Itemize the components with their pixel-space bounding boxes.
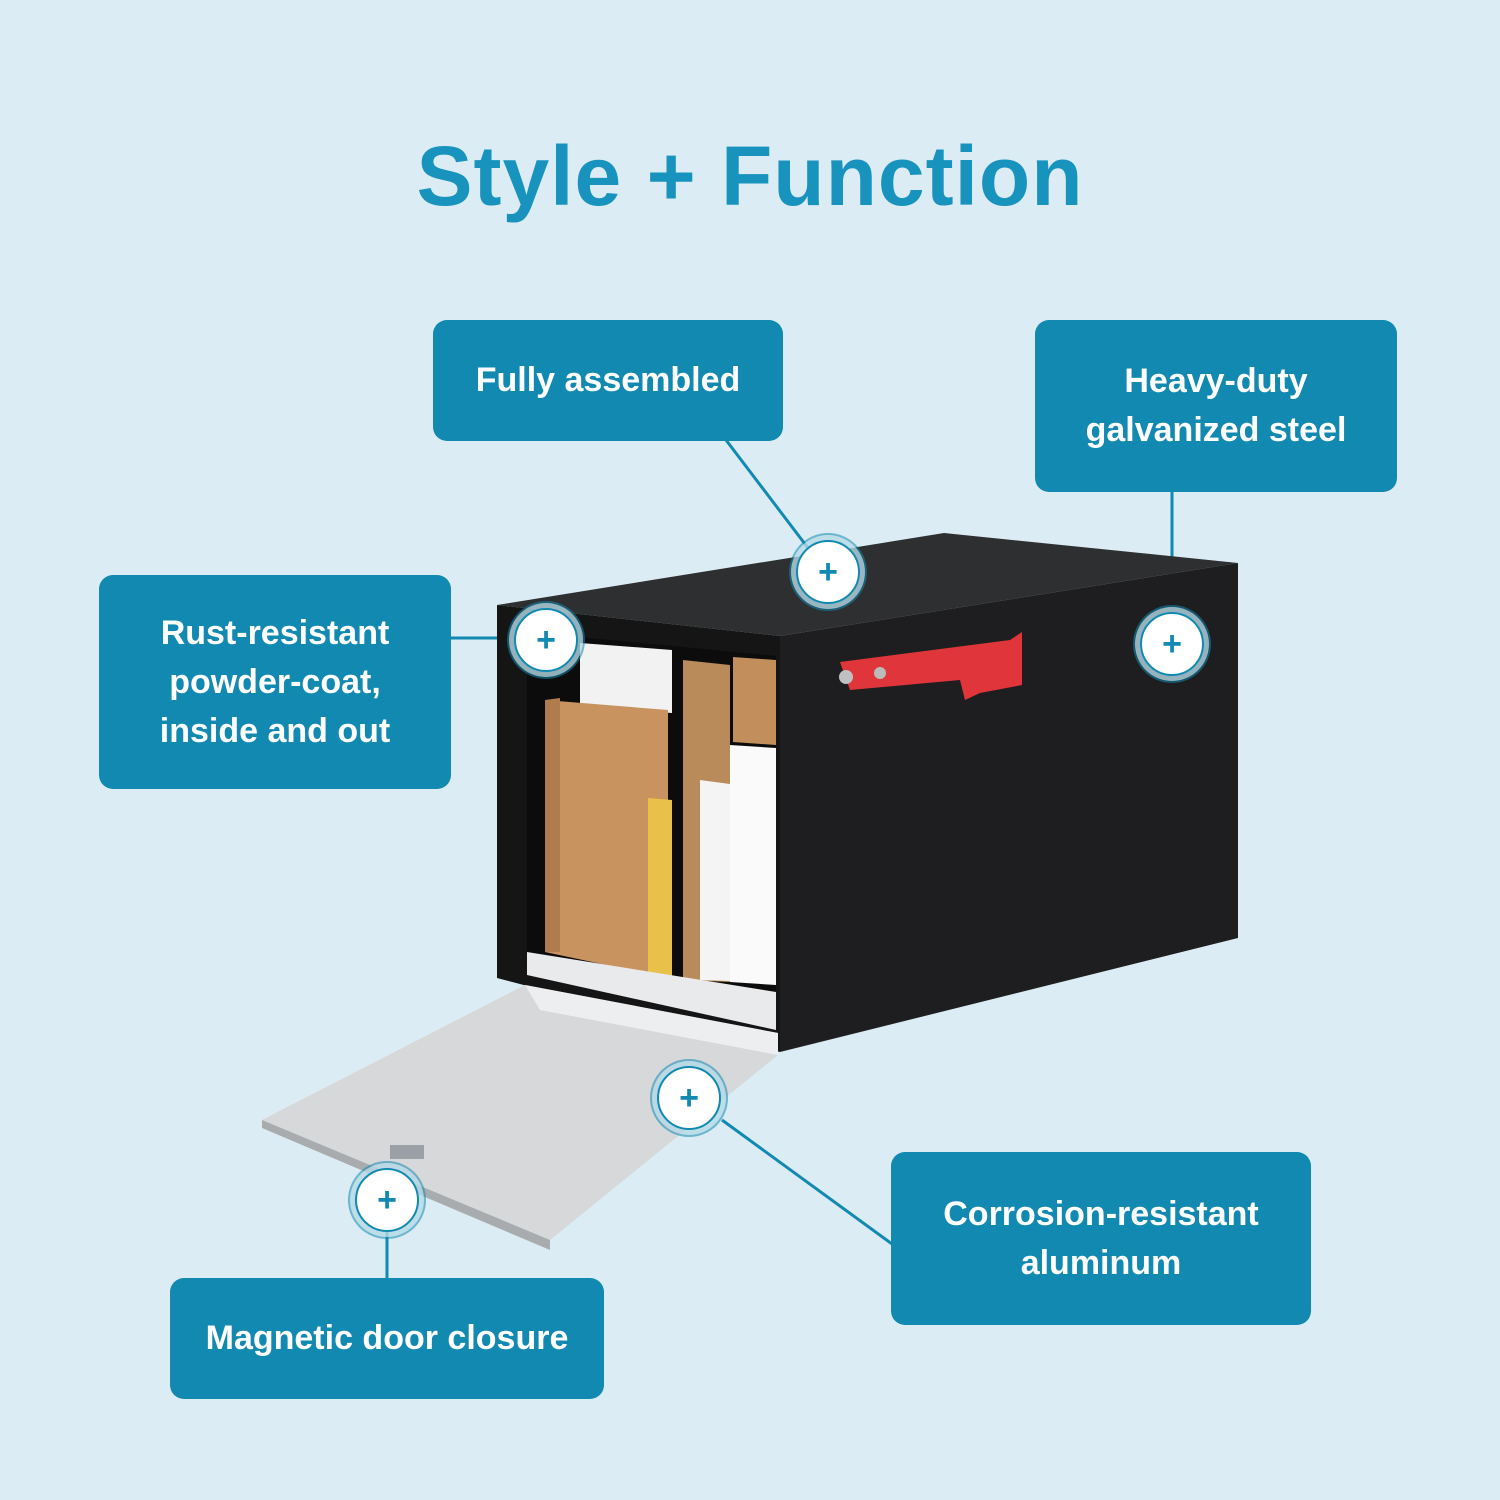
plus-icon[interactable]: +	[1140, 612, 1204, 676]
plus-icon[interactable]: +	[355, 1168, 419, 1232]
mailbox-top	[497, 533, 1238, 636]
callout-text: Corrosion-resistant	[943, 1194, 1259, 1233]
callout-corrosion-resistant: Corrosion-resistant aluminum	[891, 1152, 1311, 1325]
door-rail	[527, 952, 776, 1030]
callout-text: powder-coat,	[169, 662, 381, 701]
plus-icon[interactable]: +	[796, 540, 860, 604]
mailbox-door	[262, 985, 778, 1240]
leader-lines	[385, 439, 1174, 1278]
callout-rust-resistant: Rust-resistant powder-coat, inside and o…	[99, 575, 451, 789]
callout-text: inside and out	[159, 711, 391, 750]
callout-text: Heavy-duty	[1124, 362, 1308, 400]
magnet-latch	[390, 1145, 424, 1159]
callout-text: Rust-resistant	[160, 613, 390, 652]
plus-icon[interactable]: +	[657, 1066, 721, 1130]
callout-heavy-duty-steel: Heavy-duty galvanized steel	[1035, 320, 1397, 492]
plus-icon[interactable]: +	[514, 608, 578, 672]
mail-contents	[545, 643, 776, 985]
callout-magnetic-closure: Magnetic door closure	[170, 1278, 604, 1399]
callout-text: Fully assembled	[475, 361, 741, 399]
callout-text: aluminum	[1020, 1243, 1182, 1282]
callout-fully-assembled: Fully assembled	[433, 320, 783, 441]
page-title: Style + Function	[416, 129, 1084, 223]
callout-text: galvanized steel	[1085, 411, 1347, 449]
callout-text: Magnetic door closure	[205, 1319, 569, 1357]
mailbox-flag	[839, 632, 1022, 700]
